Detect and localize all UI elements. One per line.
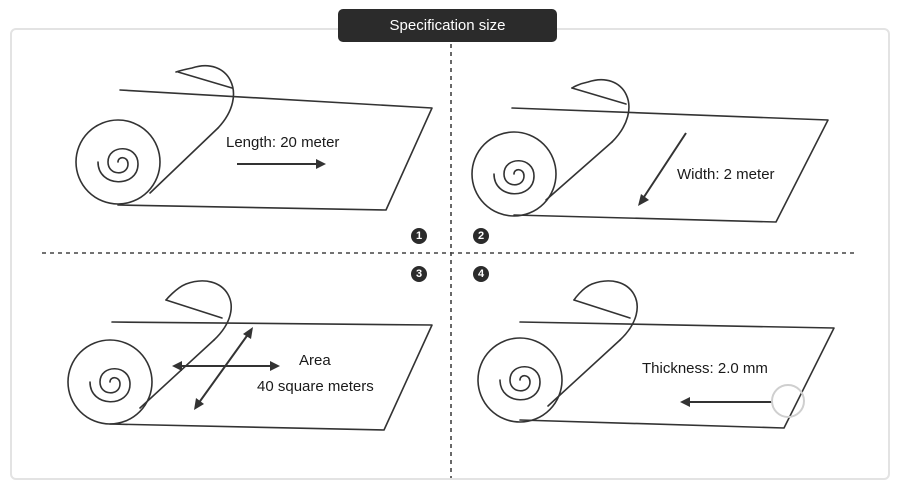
area-label-line2: 40 square meters — [257, 378, 374, 395]
thickness-arrow — [680, 397, 772, 407]
area-label-line1: Area — [299, 352, 331, 369]
panel-number-1: 1 — [411, 228, 427, 244]
panel-number-3: 3 — [411, 266, 427, 282]
panel-number-2: 2 — [473, 228, 489, 244]
width-arrow — [638, 132, 687, 206]
panel-number-4: 4 — [473, 266, 489, 282]
diagram-frame — [10, 28, 890, 480]
length-arrow — [237, 159, 326, 169]
thickness-label: Thickness: 2.0 mm — [642, 360, 768, 377]
length-label: Length: 20 meter — [226, 134, 340, 151]
page-title: Specification size — [389, 17, 506, 34]
carpet-roll-3 — [67, 280, 433, 431]
title-tab: Specification size — [338, 9, 557, 42]
carpet-roll-2 — [471, 79, 829, 223]
thickness-highlight-circle — [771, 384, 805, 418]
area-arrows — [172, 327, 280, 410]
width-label: Width: 2 meter — [677, 166, 775, 183]
carpet-roll-4 — [477, 280, 835, 429]
carpet-roll-1 — [75, 65, 433, 211]
